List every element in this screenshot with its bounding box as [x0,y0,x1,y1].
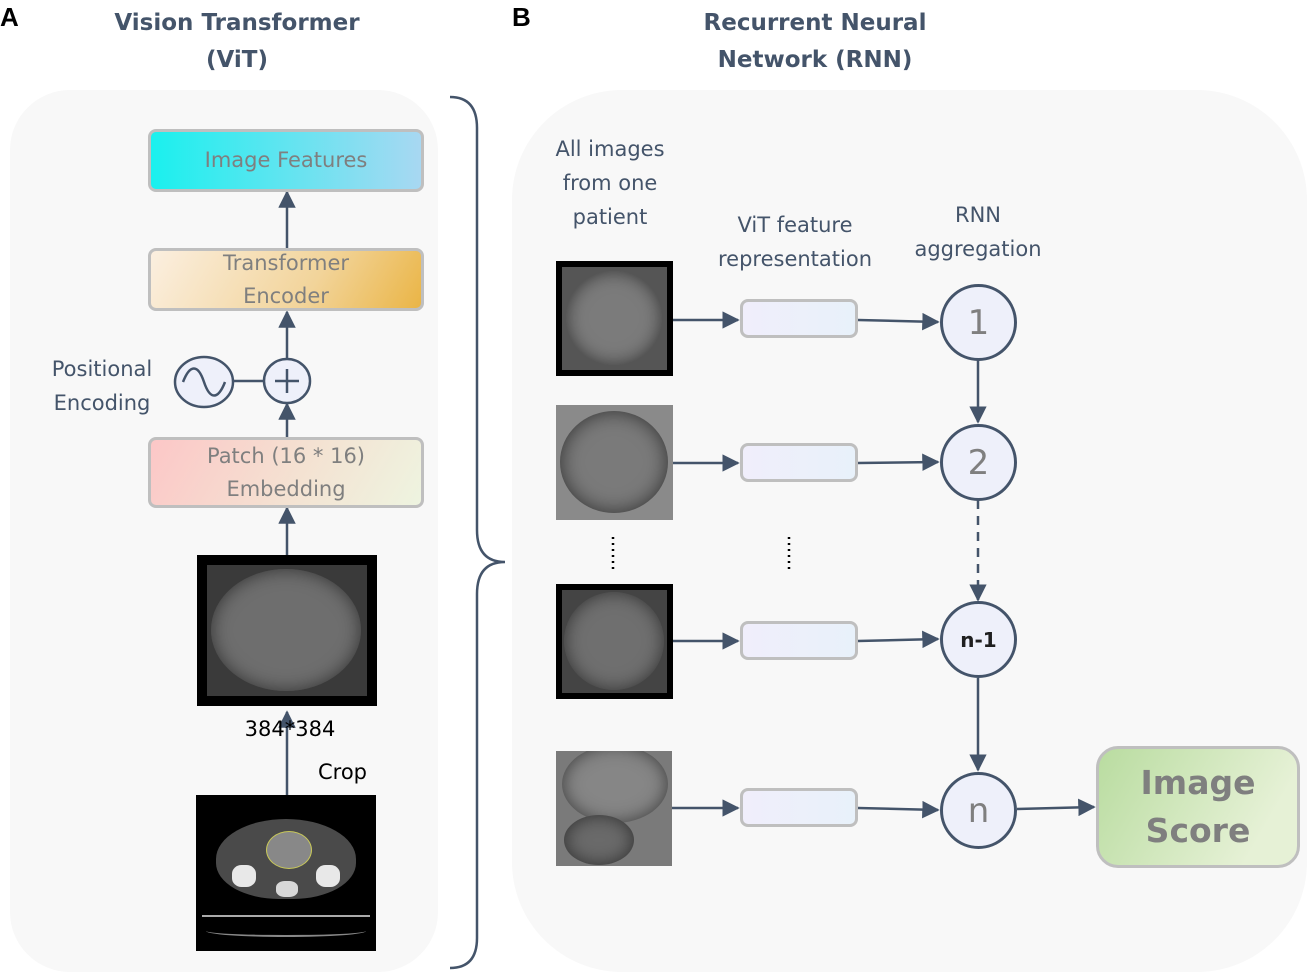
positional-encoding-label: Positional Encoding [30,352,174,420]
patient-ct-image-n [556,751,672,866]
all-images-line1: All images [555,137,665,161]
all-images-label: All images from one patient [530,132,690,234]
image-score-line2: Score [1145,811,1251,850]
full-ct-slice-image [196,795,376,951]
panel-b-letter: B [512,2,531,32]
image-features-box: Image Features [148,129,424,192]
rnn-node-1: 1 [940,284,1017,361]
vit-feature-box-1 [740,299,858,338]
rnn-node-2: 2 [940,424,1017,501]
patient-ct-image-2 [556,405,673,520]
vit-feature-label: ViT feature representation [700,208,890,276]
positional-encoding-line2: Encoding [53,391,151,415]
cropped-ct-image [197,555,377,706]
sine-wave-icon [173,355,235,409]
size-label: 384*384 [244,717,336,741]
image-score-line1: Image [1140,763,1256,802]
rnn-node-n: n [940,772,1017,849]
panel-a-title-line1: Vision Transformer [114,10,360,36]
patient-ct-image-1 [556,261,673,376]
image-score-box: Image Score [1096,746,1300,868]
rnn-aggregation-line1: RNN [954,203,1001,227]
panel-b-title: Recurrent Neural Network (RNN) [660,5,970,79]
crop-label: Crop [318,760,368,784]
all-images-line3: patient [572,205,648,229]
vit-feature-line1: ViT feature [737,213,853,237]
patient-ct-image-n-1 [556,584,673,699]
patch-embedding-line1: Patch (16 * 16) [206,443,366,468]
rnn-aggregation-line2: aggregation [914,237,1042,261]
vit-feature-box-2 [740,443,858,482]
vit-feature-line2: representation [717,247,872,271]
rnn-aggregation-label: RNN aggregation [893,198,1063,266]
vit-feature-box-n-1 [740,621,858,660]
all-images-line2: from one [562,171,658,195]
vit-feature-box-n [740,788,858,827]
panel-b-title-line2: Network (RNN) [717,47,913,73]
add-icon [262,357,312,405]
panel-a-title: Vision Transformer (ViT) [87,5,387,79]
patch-embedding-box: Patch (16 * 16) Embedding [148,437,424,508]
rnn-node-n-1: n-1 [940,601,1017,678]
panel-a-title-line2: (ViT) [206,47,268,73]
panel-a-letter: A [0,2,19,32]
transformer-encoder-line1: Transformer [222,250,349,275]
positional-encoding-line1: Positional [51,357,153,381]
panel-b-title-line1: Recurrent Neural [703,10,927,36]
patch-embedding-line2: Embedding [226,476,346,501]
transformer-encoder-box: Transformer Encoder [148,248,424,311]
transformer-encoder-line2: Encoder [243,283,329,308]
